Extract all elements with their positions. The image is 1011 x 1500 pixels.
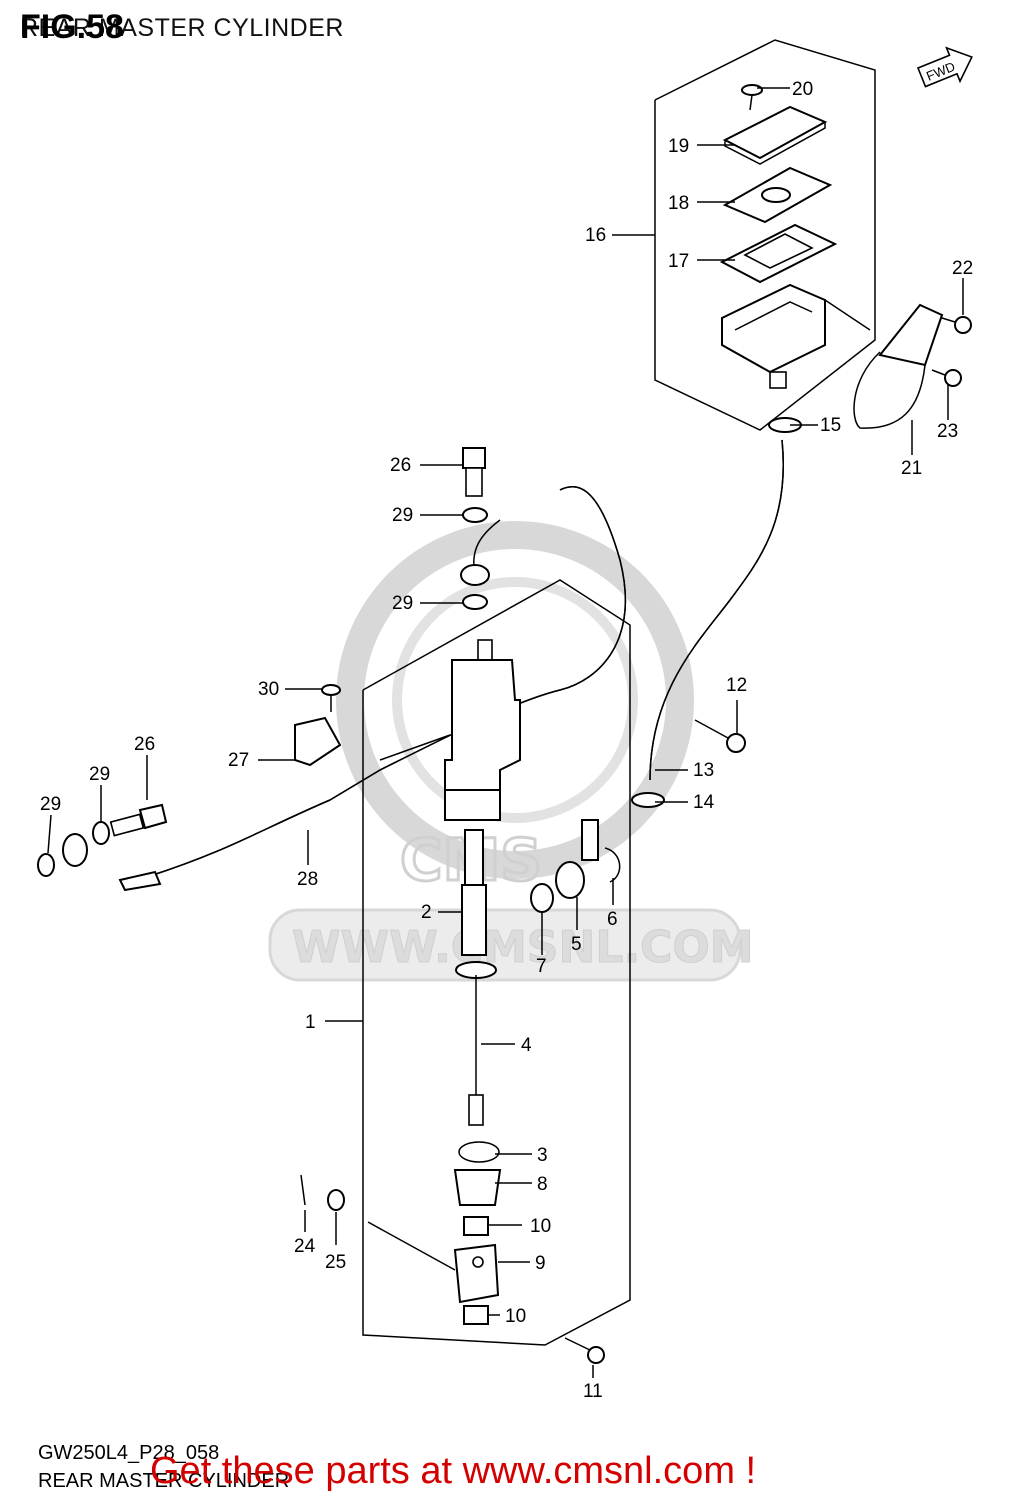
connector-part-5	[555, 819, 599, 899]
callout-27: 27	[228, 750, 249, 771]
callout-13: 13	[693, 760, 714, 781]
master-cylinder-body-part-1	[379, 639, 521, 821]
nut-part-10	[463, 1216, 489, 1325]
circlip-part-3	[458, 1141, 500, 1163]
callout-11: 11	[583, 1381, 603, 1402]
callout-24: 24	[294, 1236, 316, 1257]
reservoir-hose-part-13	[649, 439, 784, 781]
callout-1: 1	[305, 1012, 316, 1033]
callout-6: 6	[607, 909, 618, 930]
callout-28: 28	[297, 869, 318, 890]
hose-clip-part-14	[631, 792, 665, 808]
callout-18: 18	[668, 193, 689, 214]
callout-14: 14	[693, 792, 715, 813]
callout-29: 29	[89, 764, 110, 785]
callout-29: 29	[392, 505, 413, 526]
callout-22: 22	[952, 258, 973, 279]
screw-part-30	[321, 684, 341, 712]
promo-link[interactable]: Get these parts at www.cmsnl.com !	[150, 1450, 757, 1492]
figure-number: FIG.58	[20, 8, 124, 46]
callout-29: 29	[392, 593, 413, 614]
callout-15: 15	[820, 415, 841, 436]
diaphragm-plate-part-18	[722, 166, 833, 224]
pin-part-11	[564, 1337, 605, 1364]
callout-7: 7	[536, 956, 547, 977]
callout-25: 25	[325, 1252, 346, 1273]
master-cylinder-group-frame	[362, 579, 631, 1346]
leader-lines	[47, 87, 964, 1378]
hose-guide-part-27	[294, 716, 342, 767]
callout-30: 30	[258, 679, 279, 700]
watermark-url: WWW.CMSNL.COM	[292, 922, 754, 973]
footer-title: REAR MASTER CYLINDER	[38, 1470, 290, 1492]
callout-26: 26	[390, 455, 411, 476]
callout-labels: 1 2 3 4 5 6 7 8 9 10 10 11 12 13 14 15 1…	[40, 79, 973, 1402]
callout-5: 5	[571, 934, 582, 955]
diaphragm-part-17	[719, 223, 838, 284]
brake-hose-part-28	[62, 486, 626, 892]
banjo-bolt-part-26	[462, 447, 486, 497]
fwd-arrow-icon: FWD	[916, 46, 973, 88]
callout-12: 12	[726, 675, 747, 696]
callout-21: 21	[901, 458, 922, 479]
callout-3: 3	[537, 1145, 548, 1166]
watermark: CMS WWW.CMSNL.COM	[268, 521, 754, 982]
callout-10: 10	[530, 1216, 551, 1237]
washer-part-25	[327, 1189, 345, 1211]
bolt-part-23	[931, 369, 962, 387]
callout-17: 17	[668, 251, 689, 272]
washer-part-29-left	[37, 821, 110, 877]
callout-23: 23	[937, 421, 958, 442]
bolt-part-12	[694, 719, 746, 753]
boot-part-8	[453, 1169, 502, 1206]
callout-29: 29	[40, 794, 61, 815]
diagram-subtitle: REAR MASTER CYLINDER	[20, 14, 344, 42]
callout-20: 20	[792, 79, 813, 100]
piston-assembly-part-2	[461, 829, 487, 956]
banjo-bolt-part-26-left	[109, 803, 168, 837]
reservoir-body-part-16	[721, 283, 871, 389]
callout-9: 9	[535, 1253, 546, 1274]
reservoir-group-frame	[654, 39, 876, 431]
clevis-part-9	[453, 1243, 500, 1304]
callout-19: 19	[668, 136, 689, 157]
cotter-pin-part-24	[300, 1174, 306, 1206]
drawing-code: GW250L4_P28_058	[38, 1442, 220, 1464]
callout-4: 4	[521, 1035, 532, 1056]
reservoir-cap-part-19	[722, 105, 828, 165]
callout-16: 16	[585, 225, 606, 246]
callout-26: 26	[134, 734, 155, 755]
push-rod-part-4	[455, 961, 497, 1126]
callout-8: 8	[537, 1174, 548, 1195]
bolt-part-22	[941, 316, 972, 334]
callout-2: 2	[421, 902, 432, 923]
callout-10: 10	[505, 1306, 526, 1327]
o-ring-part-7	[530, 883, 554, 913]
bracket-part-21	[853, 303, 944, 429]
